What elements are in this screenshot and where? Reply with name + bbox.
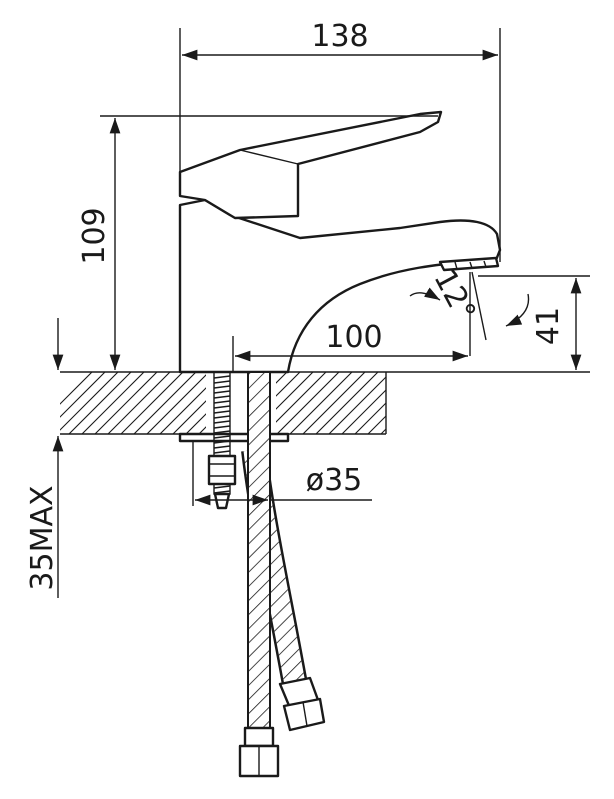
dimension-hole-diameter-label: ø35 (306, 463, 363, 498)
dimension-hole-diameter: ø35 (192, 441, 372, 506)
dimension-angle-label: 12° (426, 264, 482, 327)
faucet-body (178, 110, 502, 374)
dimension-height-label: 109 (77, 207, 112, 264)
faucet-spout (178, 198, 502, 374)
dimension-max-thickness: 35MAX (25, 318, 64, 598)
faucet-handle-lever (178, 110, 443, 220)
hose-fitting-bent (278, 676, 326, 732)
dimension-spout-height-label: 41 (531, 307, 566, 345)
faucet-aerator (438, 256, 500, 272)
dimension-spout-height: 41 (478, 275, 590, 370)
supply-hoses (238, 371, 326, 778)
dimension-width-label: 138 (311, 19, 368, 54)
dimension-width: 138 (179, 19, 501, 262)
dimension-reach: 100 (232, 320, 468, 372)
dimension-angle: 12° (409, 264, 530, 356)
dimension-max-thickness-label: 35MAX (25, 485, 60, 590)
countertop (60, 371, 590, 435)
hose-fitting-straight (238, 726, 280, 778)
dimension-height: 109 (77, 115, 438, 370)
dimension-reach-label: 100 (325, 320, 382, 355)
